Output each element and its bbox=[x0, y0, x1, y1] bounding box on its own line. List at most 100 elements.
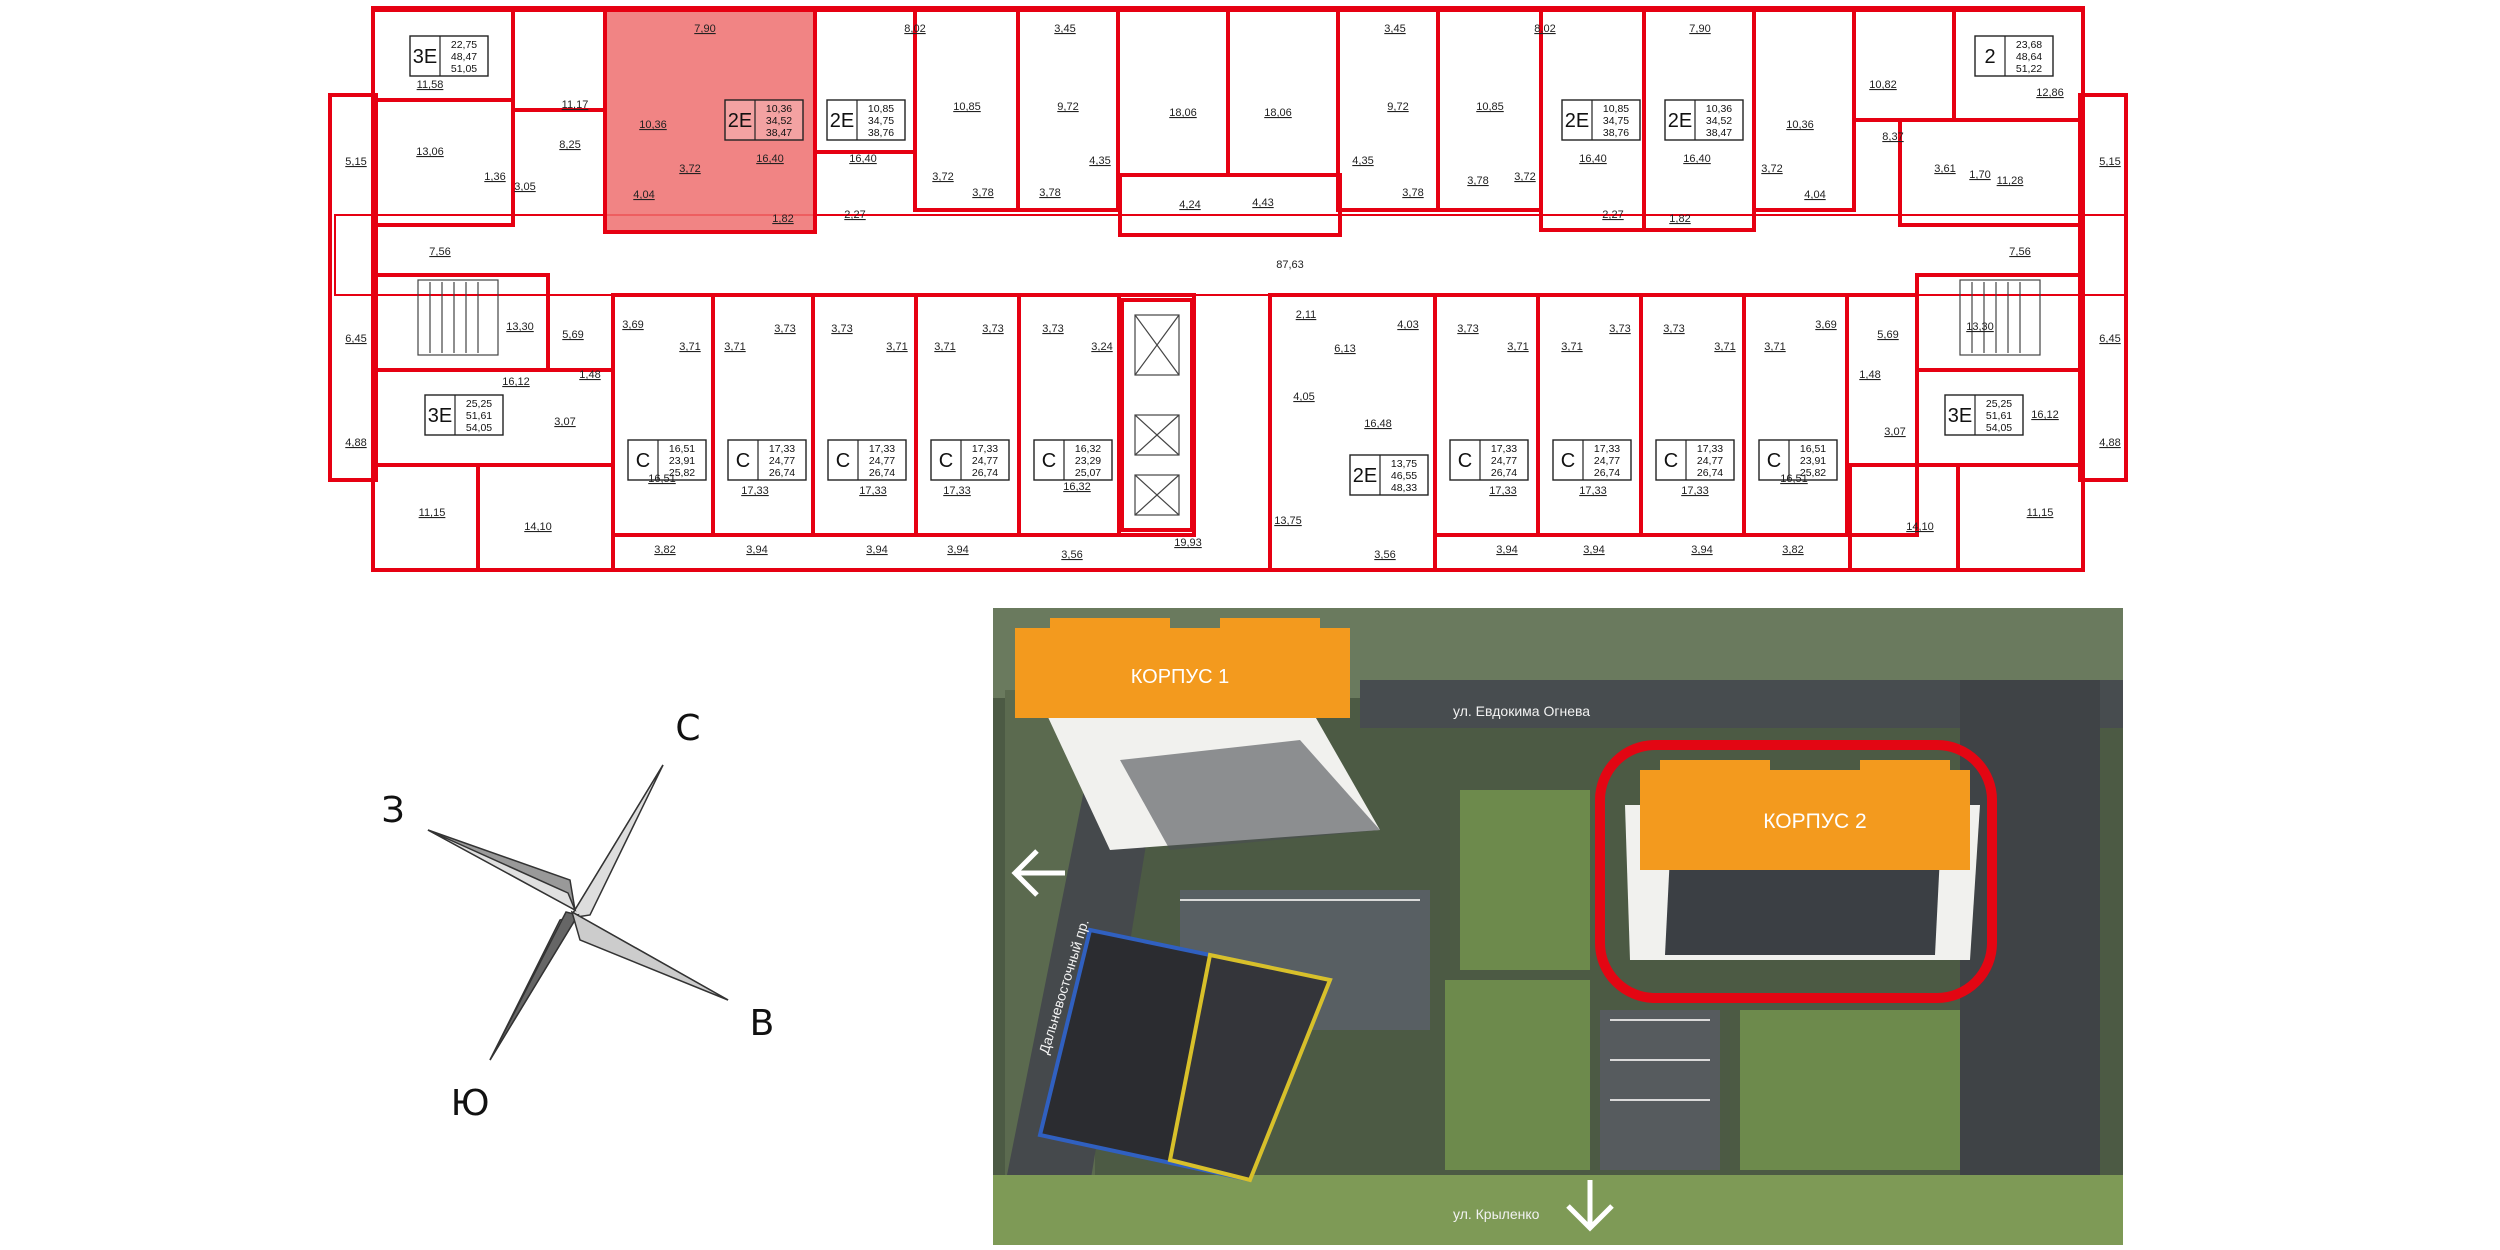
room-area-label: 3,07 bbox=[1884, 426, 1905, 438]
room-area-label: 3,71 bbox=[1561, 341, 1582, 353]
room-area-label: 3,73 bbox=[831, 323, 852, 335]
compass-north: С bbox=[675, 708, 700, 749]
room-area-label: 16,40 bbox=[1579, 153, 1607, 165]
room-area-label: 3,69 bbox=[622, 319, 643, 331]
room-area-label: 17,33 bbox=[1579, 485, 1607, 497]
room-area-label: 2,11 bbox=[1296, 309, 1317, 321]
apartment-type: С bbox=[1042, 450, 1056, 472]
room-area-label: 3,71 bbox=[934, 341, 955, 353]
room-area-label: 10,85 bbox=[953, 101, 981, 113]
apartment-type: 2 bbox=[1984, 46, 1995, 68]
room-area-label: 17,33 bbox=[1489, 485, 1517, 497]
room-area-label: 7,90 bbox=[694, 23, 715, 35]
room-area-label: 5,15 bbox=[345, 156, 366, 168]
apartment-area: 25,82 bbox=[669, 467, 695, 479]
room-area-label: 17,33 bbox=[943, 485, 971, 497]
apartment-area: 38,76 bbox=[868, 127, 894, 139]
room-area-label: 5,69 bbox=[1877, 329, 1898, 341]
apartment-info-boxes: 3Е22,7548,4751,052Е10,3634,5238,472Е10,8… bbox=[409, 35, 2054, 496]
room-area-label: 3,73 bbox=[1663, 323, 1684, 335]
apartment-area: 48,33 bbox=[1391, 482, 1417, 494]
apartment-type: С bbox=[836, 450, 850, 472]
room-area-label: 3,71 bbox=[1714, 341, 1735, 353]
apartment-area: 26,74 bbox=[769, 467, 795, 479]
stairs-right bbox=[1959, 279, 2041, 356]
apartment-type: 3Е bbox=[428, 405, 452, 427]
room-area-label: 2,27 bbox=[844, 209, 865, 221]
room-area-label: 7,56 bbox=[429, 246, 450, 258]
room-area-label: 4,24 bbox=[1179, 199, 1200, 211]
room-area-label: 3,94 bbox=[866, 544, 887, 556]
room-area-label: 7,90 bbox=[1689, 23, 1710, 35]
room-area-label: 4,43 bbox=[1252, 197, 1273, 209]
room-area-label: 3,56 bbox=[1061, 549, 1082, 561]
room-area-label: 3,82 bbox=[654, 544, 675, 556]
apartment-area: 38,76 bbox=[1603, 127, 1629, 139]
apartment-area: 26,74 bbox=[1594, 467, 1620, 479]
apartment-area: 16,32 bbox=[1075, 443, 1101, 455]
room-area-label: 1,70 bbox=[1969, 169, 1990, 181]
apartment-type: 2Е bbox=[1353, 465, 1377, 487]
room-area-label: 18,06 bbox=[1264, 107, 1292, 119]
apartment-type: 2Е bbox=[728, 110, 752, 132]
room-area-label: 3,72 bbox=[1761, 163, 1782, 175]
apartment-area: 24,77 bbox=[869, 455, 895, 467]
apartment-area: 26,74 bbox=[869, 467, 895, 479]
room-area-label: 10,85 bbox=[1476, 101, 1504, 113]
apartment-area: 23,91 bbox=[669, 455, 695, 467]
apartment-area: 34,75 bbox=[868, 115, 894, 127]
room-area-label: 9,72 bbox=[1387, 101, 1408, 113]
room-area-label: 3,72 bbox=[932, 171, 953, 183]
apartment-area: 51,61 bbox=[1986, 410, 2012, 422]
room-area-label: 11,28 bbox=[1997, 175, 2024, 187]
corridor-area: 87,63 bbox=[1276, 259, 1304, 271]
room-area-label: 3,94 bbox=[1583, 544, 1604, 556]
room-area-label: 4,03 bbox=[1397, 319, 1418, 331]
room-area-label: 8,02 bbox=[904, 23, 925, 35]
apartment-area: 24,77 bbox=[972, 455, 998, 467]
apartment-type: С bbox=[1767, 450, 1781, 472]
apartment-area: 23,91 bbox=[1800, 455, 1826, 467]
map-building2-label: КОРПУС 2 bbox=[1763, 810, 1866, 833]
map-building1-label: КОРПУС 1 bbox=[1131, 666, 1230, 688]
room-area-label: 9,72 bbox=[1057, 101, 1078, 113]
room-area-label: 6,45 bbox=[345, 333, 366, 345]
room-area-label: 5,69 bbox=[562, 329, 583, 341]
apartment-type: С bbox=[939, 450, 953, 472]
compass-south: Ю bbox=[451, 1083, 490, 1124]
apartment-area: 54,05 bbox=[1986, 422, 2012, 434]
apartment-type: 3Е bbox=[413, 46, 437, 68]
apartment-area: 48,64 bbox=[2016, 51, 2042, 63]
apartment-area: 34,52 bbox=[766, 115, 792, 127]
apartment-area: 10,36 bbox=[766, 103, 792, 115]
room-area-label: 3,71 bbox=[1764, 341, 1785, 353]
apartment-area: 24,77 bbox=[1697, 455, 1723, 467]
room-area-label: 14,10 bbox=[1906, 521, 1934, 533]
room-area-label: 3,71 bbox=[724, 341, 745, 353]
room-area-label: 11,15 bbox=[2027, 507, 2054, 519]
room-area-label: 3,78 bbox=[1039, 187, 1060, 199]
room-area-label: 18,06 bbox=[1169, 107, 1197, 119]
apartment-area: 34,75 bbox=[1603, 115, 1629, 127]
room-area-label: 3,82 bbox=[1782, 544, 1803, 556]
room-area-label: 3,45 bbox=[1384, 23, 1405, 35]
